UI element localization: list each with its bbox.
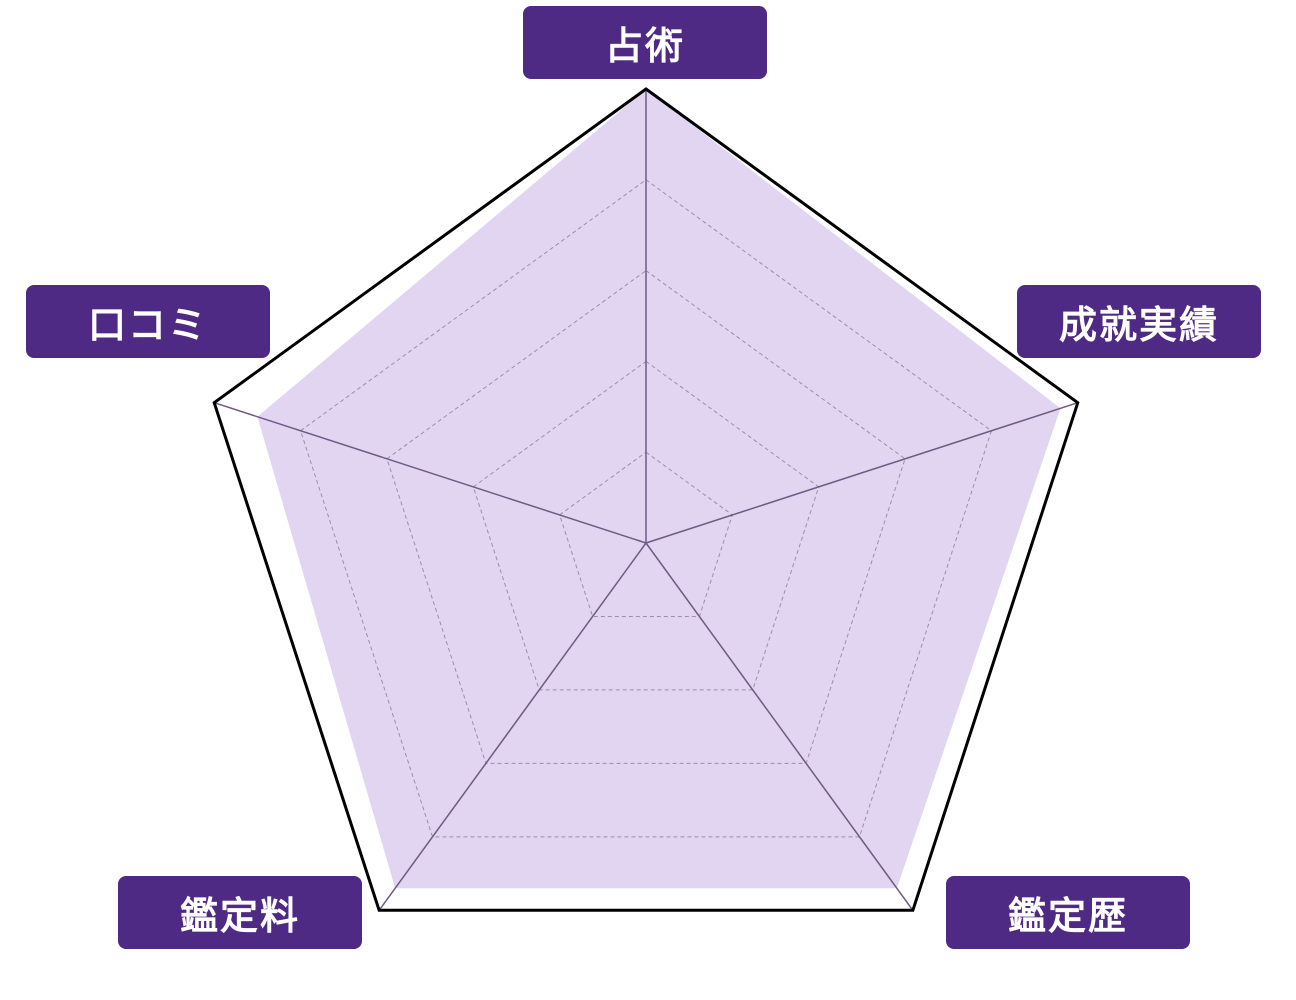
spoke <box>378 542 647 911</box>
grid-ring <box>472 360 820 691</box>
axis-label: 鑑定歴 <box>946 876 1190 949</box>
spoke <box>645 401 1079 544</box>
spoke <box>645 542 914 911</box>
spoke <box>213 401 647 544</box>
axis-label: 成就実績 <box>1017 285 1261 358</box>
data-area <box>257 89 1061 889</box>
axis-label: 占術 <box>523 6 767 79</box>
axis-label: 鑑定料 <box>118 876 362 949</box>
axis-label: 口コミ <box>26 285 270 358</box>
outer-ring <box>212 87 1080 912</box>
grid-ring <box>299 179 993 838</box>
grid-ring <box>559 451 733 617</box>
grid-ring <box>386 269 906 764</box>
